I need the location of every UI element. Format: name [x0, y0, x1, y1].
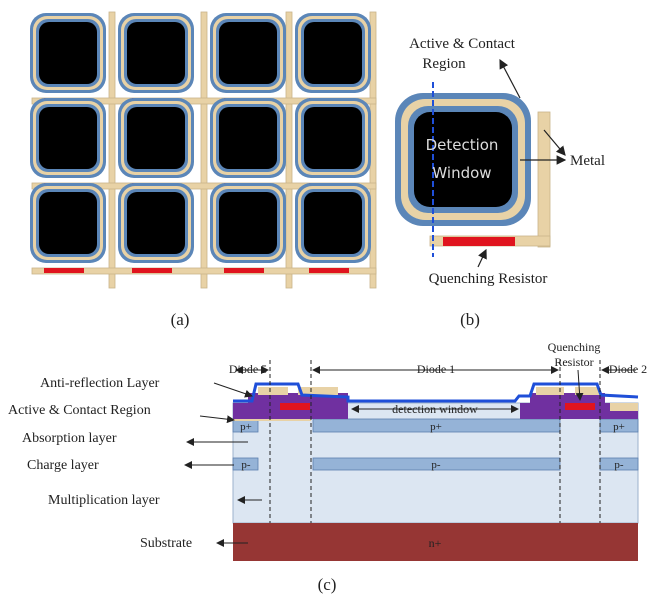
p-minus-label: p- — [241, 459, 251, 471]
multiplication-label: Multiplication layer — [48, 493, 160, 508]
charge-region — [312, 457, 561, 471]
panel-b-single-pixel: Detection Window Active & Contact Region… — [395, 36, 605, 287]
resistor-label: Resistor — [554, 355, 593, 369]
contact-metal — [536, 387, 564, 395]
panel-c-cross-section: n+ p+ p+ p+ p- p- p- — [8, 340, 647, 561]
quenching-resistor-label: Quenching Resistor — [429, 271, 548, 287]
metal-label: Metal — [570, 153, 605, 169]
pixel-window — [304, 192, 362, 254]
quenching-arrow — [477, 248, 487, 268]
pixel-quenching-resistor — [309, 268, 349, 273]
pixel-window — [219, 192, 277, 254]
p-plus-label: p+ — [240, 421, 252, 433]
p-plus-label: p+ — [430, 421, 442, 433]
n-plus-label: n+ — [429, 536, 442, 550]
active-contact-stack — [233, 403, 348, 419]
p-minus-label: p- — [431, 459, 441, 471]
quenching-label: Quenching — [548, 340, 601, 354]
pixel-window — [219, 107, 277, 169]
contact-metal — [575, 387, 600, 395]
detection-window — [414, 112, 512, 207]
panel-a-array — [30, 11, 377, 289]
absorption-label: Absorption layer — [22, 431, 117, 446]
pixel-window — [127, 22, 185, 84]
active-contact-stack — [520, 403, 638, 419]
pixel-quenching-resistor — [44, 268, 84, 273]
substrate-label: Substrate — [140, 536, 192, 551]
p-minus-label: p- — [614, 459, 624, 471]
pixel-window — [127, 192, 185, 254]
pixel-window — [219, 22, 277, 84]
metal-line — [537, 111, 551, 248]
active-contact-label: Active & Contact — [409, 36, 516, 52]
metal-line-horizontal — [31, 97, 377, 105]
quenching-resistor — [443, 237, 515, 246]
charge-region — [232, 457, 259, 471]
region-label: Region — [422, 56, 466, 72]
anti-reflection-layer — [233, 382, 639, 403]
diode5-label: Diode 5 — [229, 362, 267, 376]
region-arrow — [499, 58, 521, 99]
p-plus-label: p+ — [613, 421, 625, 433]
detection-label: Detection — [426, 136, 499, 154]
pixel-window — [304, 22, 362, 84]
charge-label: Charge layer — [27, 458, 99, 473]
caption-c: (c) — [318, 575, 337, 594]
anti-reflection-label: Anti-reflection Layer — [40, 376, 160, 391]
metal-line-vertical — [108, 11, 116, 289]
diode2-label: Diode 2 — [609, 362, 647, 376]
pixel-window — [304, 107, 362, 169]
diode1-label: Diode 1 — [417, 362, 455, 376]
quenching-resistor-right — [565, 403, 595, 410]
window-label: Window — [432, 164, 491, 182]
contact-edge — [233, 419, 311, 421]
metal-line-horizontal — [31, 267, 377, 275]
pixel-window — [39, 22, 97, 84]
detection-window-label: detection window — [392, 402, 478, 416]
pixel-quenching-resistor — [224, 268, 264, 273]
metal-line-vertical — [285, 11, 293, 289]
pixel-window — [127, 107, 185, 169]
caption-b: (b) — [460, 310, 480, 329]
quenching-arrow-c — [575, 369, 584, 401]
substrate-layer — [233, 523, 638, 561]
active-contact-arrow — [199, 415, 235, 424]
pixel-quenching-resistor — [132, 268, 172, 273]
charge-region — [599, 457, 639, 471]
metal-line-vertical — [200, 11, 208, 289]
pixel-window — [39, 192, 97, 254]
anti-reflection-arrow — [213, 382, 253, 398]
pixel-window — [39, 107, 97, 169]
active-contact-region-label: Active & Contact Region — [8, 403, 151, 418]
metal-arrow — [543, 129, 566, 156]
caption-a: (a) — [171, 310, 190, 329]
contact-metal — [610, 403, 638, 411]
contact-metal — [258, 387, 288, 395]
metal-line-horizontal — [31, 182, 377, 190]
active-contact-stack — [530, 393, 605, 405]
contact-metal — [298, 387, 338, 395]
quenching-resistor-left — [280, 403, 310, 410]
